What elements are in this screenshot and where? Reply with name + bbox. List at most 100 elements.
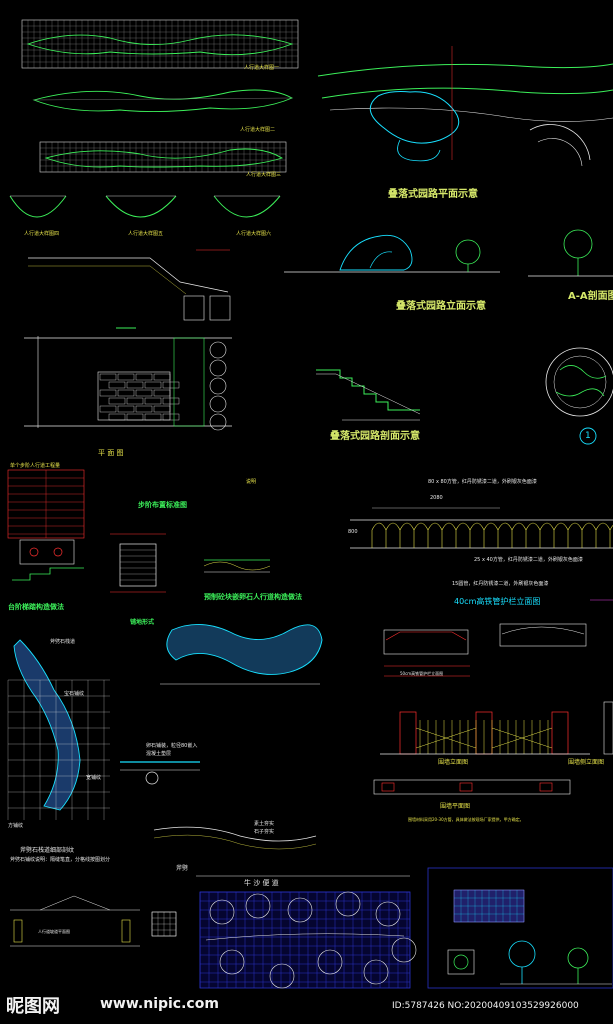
cad-stroke	[144, 397, 162, 405]
cad-stroke	[209, 377, 227, 395]
cad-stroke	[455, 522, 471, 548]
sidewalk-ramp-plan	[10, 895, 177, 947]
stone-label-4: 方铺纹	[8, 823, 24, 829]
cad-stroke	[126, 397, 144, 405]
cad-stroke	[144, 413, 162, 421]
fence-note-1: 80 x 80方管，红丹防锈漆二道，外刷银灰色面漆	[428, 479, 537, 485]
cad-stroke	[153, 405, 171, 413]
cad-stroke	[117, 373, 135, 381]
iron-fence-elevation	[350, 507, 613, 549]
paving-form-title: 铺地形式	[130, 619, 155, 626]
cad-stroke	[245, 893, 271, 919]
sidewalk-label-2: 人行道大样图二	[240, 127, 276, 133]
sidewalk-plan-1	[21, 19, 299, 69]
cad-stroke	[415, 727, 553, 749]
stone-label-2: 宝石铺纹	[64, 691, 85, 697]
watermark-id: ID:5787426 NO:20200409103529926000	[390, 1000, 581, 1012]
cad-stroke	[497, 522, 513, 548]
cad-stroke	[391, 937, 417, 963]
round-paving-medallion	[545, 347, 613, 445]
cad-stroke	[511, 522, 527, 548]
cad-stroke	[126, 381, 144, 389]
cad-stroke	[371, 522, 387, 548]
cad-stroke	[144, 381, 162, 389]
legend-head: 单个步阶人行道工程量	[10, 463, 61, 469]
paving-wave	[160, 624, 323, 685]
sidewalk-label-5: 人行道大样图五	[128, 231, 164, 237]
cad-stroke	[595, 522, 611, 548]
dim-2080: 2080	[430, 495, 443, 501]
stepped-path-elevation	[284, 229, 613, 277]
grid-plan-label: 人行道坡道平面图	[38, 929, 70, 934]
step-details	[12, 533, 271, 593]
cad-stroke	[441, 522, 457, 548]
detail-note-1: 卵石铺装，粒径80嵌入	[146, 743, 198, 749]
wall-elevation	[373, 701, 613, 795]
sidewalk-fan-details	[9, 195, 281, 218]
elevation-title: 叠落式园路立面示意	[396, 301, 486, 312]
aa-section-title: A-A剖面图	[568, 291, 613, 302]
cad-stroke	[209, 359, 227, 377]
wall-side-title: 围墙侧立面图	[568, 759, 605, 766]
cad-stroke	[553, 522, 569, 548]
stone-section-detail	[120, 761, 317, 850]
cad-stroke	[153, 373, 171, 381]
plan-title: 叠落式园路平面示意	[388, 189, 478, 200]
sidewalk-label-6: 人行道大样图六	[236, 231, 272, 237]
detail-note-2: 混凝土垫层	[146, 751, 172, 757]
cad-stroke	[99, 389, 117, 397]
cad-stroke	[135, 389, 153, 397]
cad-stroke	[609, 524, 613, 548]
legend-explain: 说明	[246, 479, 257, 485]
cad-stroke	[209, 395, 227, 413]
stone-path-detail-title: 斧劈石栈道细部剖纹	[20, 847, 75, 854]
sidewalk-label-3: 人行道大样图三	[246, 172, 282, 178]
stone-label-3: 宽铺纹	[86, 775, 102, 781]
cad-stroke	[375, 901, 401, 927]
cad-stroke	[135, 405, 153, 413]
cad-stroke	[162, 397, 180, 405]
watermark-logo: 昵图网	[6, 996, 60, 1017]
cad-stroke	[209, 341, 227, 359]
step-layout-title: 步阶布置标准图	[138, 501, 187, 509]
annotation-leaders	[28, 249, 613, 601]
cad-stroke	[135, 373, 153, 381]
cad-stroke	[108, 413, 126, 421]
wall-elevation-title: 围墙立面图	[438, 759, 469, 766]
detail-note-3: 素土夯实	[254, 821, 275, 827]
detail-note-4: 石子夯实	[254, 829, 275, 835]
cad-stroke	[209, 413, 227, 431]
fence-note-2: 25 x 40方管，红丹防锈漆二道，外刷银灰色面漆	[474, 557, 583, 563]
stone-path-note: 斧劈石铺纹说明：隔缝笔直，分格线按图划分	[10, 857, 111, 863]
road-label: 牛 沙 便 道	[244, 879, 279, 887]
watermark-url: www.nipic.com	[100, 996, 219, 1012]
step-detail-title: 台阶梯踏构造做法	[8, 603, 64, 611]
stepped-path-plan	[317, 46, 613, 167]
cad-stroke	[483, 522, 499, 548]
cad-stroke	[427, 522, 443, 548]
sidewalk-label-1: 人行道大样图一	[244, 65, 280, 71]
cad-stroke	[162, 413, 180, 421]
cad-stroke	[399, 522, 415, 548]
sidewalk-plan-2	[32, 89, 294, 113]
circle-number: 1	[585, 431, 591, 441]
fence-note-4: 50cm高铁管护栏立面图	[400, 671, 444, 676]
cad-stroke	[317, 949, 343, 975]
cad-stroke	[99, 405, 117, 413]
cad-stroke	[108, 397, 126, 405]
fence-note-3: 15圆管，红丹防锈漆二道，外刷银灰色面漆	[452, 581, 549, 587]
blue-grid-plan	[196, 875, 417, 989]
cad-stroke	[385, 522, 401, 548]
cad-stroke	[269, 963, 295, 989]
stone-label-1: 斧劈石栈道	[50, 639, 76, 645]
sidewalk-plan-3	[39, 141, 287, 173]
railing-detail	[383, 623, 587, 677]
cad-stroke	[363, 959, 389, 985]
cad-stroke	[153, 389, 171, 397]
section-title: 叠落式园路剖面示意	[330, 431, 420, 442]
cad-stroke	[209, 899, 235, 925]
cad-stroke	[162, 381, 180, 389]
precast-title: 预制砼块嵌卵石人行道构造做法	[204, 593, 302, 601]
